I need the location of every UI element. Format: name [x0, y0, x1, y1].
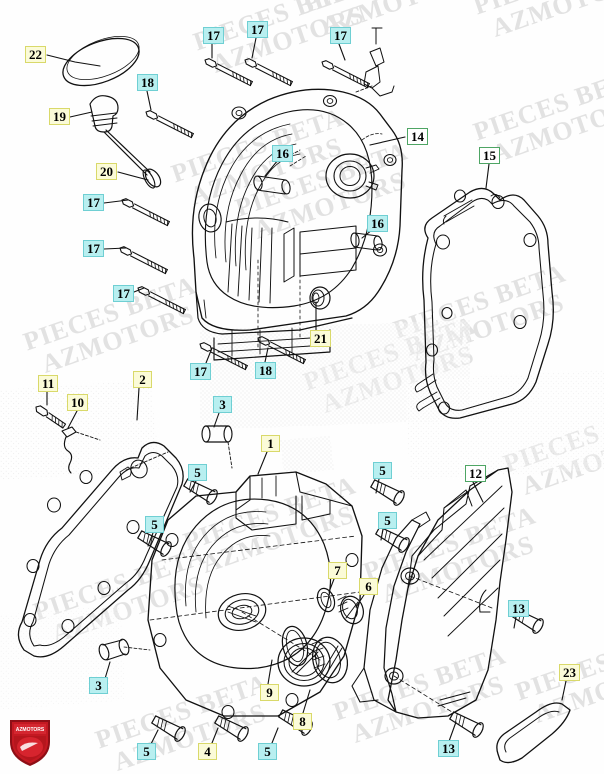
leader-line-14 [369, 136, 406, 146]
callout-5[interactable]: 5 [378, 512, 397, 529]
callout-5[interactable]: 5 [373, 462, 392, 479]
leader-line-22 [46, 54, 101, 67]
part-12-guard-plate [351, 467, 513, 719]
part-10-wire-clamp [61, 426, 101, 474]
leader-line-5 [375, 478, 380, 494]
callout-16[interactable]: 16 [272, 145, 293, 162]
callout-17[interactable]: 17 [113, 285, 134, 302]
callout-17[interactable]: 17 [190, 363, 211, 380]
part-15-gasket [414, 187, 554, 419]
part-23-trim-seal [496, 702, 571, 764]
callout-17[interactable]: 17 [83, 240, 104, 257]
leader-line-10 [67, 410, 78, 429]
callout-3[interactable]: 3 [89, 677, 108, 694]
leader-line-15 [485, 163, 490, 189]
callout-5[interactable]: 5 [137, 743, 156, 760]
callout-22[interactable]: 22 [25, 46, 46, 63]
leader-line-3 [213, 412, 220, 428]
callout-5[interactable]: 5 [258, 743, 277, 760]
part-3-dowel-pin-upper [201, 425, 233, 469]
callout-11[interactable]: 11 [38, 375, 59, 392]
callout-17[interactable]: 17 [330, 27, 351, 44]
part-16-dowel-pins [253, 175, 383, 251]
part-2-gasket [17, 441, 184, 658]
callout-9[interactable]: 9 [260, 684, 279, 701]
callout-15[interactable]: 15 [479, 147, 500, 164]
leader-line-5 [147, 532, 154, 547]
callout-17[interactable]: 17 [83, 194, 104, 211]
leader-line-23 [561, 680, 567, 701]
callout-5[interactable]: 5 [188, 464, 207, 481]
leader-line-2 [136, 387, 140, 421]
leader-line-17 [103, 247, 127, 250]
callout-5[interactable]: 5 [145, 516, 164, 533]
leader-line-13 [513, 616, 517, 629]
leader-line-5 [380, 528, 384, 541]
callout-17[interactable]: 17 [203, 27, 224, 44]
leader-line-8 [302, 689, 311, 714]
callout-3[interactable]: 3 [213, 396, 232, 413]
leader-line-17 [205, 347, 213, 364]
leader-line-5 [189, 480, 197, 493]
callout-7[interactable]: 7 [328, 562, 347, 579]
callout-10[interactable]: 10 [67, 394, 88, 411]
callout-6[interactable]: 6 [359, 578, 378, 595]
leader-line-18 [146, 90, 152, 111]
callout-14[interactable]: 14 [407, 128, 428, 145]
part-1-left-crankcase-cover [147, 471, 363, 720]
callout-18[interactable]: 18 [255, 362, 276, 379]
leader-line-12 [472, 481, 484, 503]
callout-16[interactable]: 16 [367, 215, 388, 232]
part-3-dowel-pin-lower [98, 638, 151, 661]
callout-23[interactable]: 23 [559, 664, 580, 681]
callout-21[interactable]: 21 [310, 330, 331, 347]
logo-text: AZMOTORS [16, 727, 45, 733]
leader-line-7 [328, 578, 335, 593]
part-9-o-ring [281, 625, 309, 667]
callout-4[interactable]: 4 [198, 743, 217, 760]
callout-12[interactable]: 12 [465, 465, 486, 482]
leader-line-17 [103, 199, 129, 204]
leader-line-1 [257, 451, 268, 475]
callout-19[interactable]: 19 [49, 108, 70, 125]
part-20-o-ring [142, 169, 156, 189]
callout-18[interactable]: 18 [137, 74, 158, 91]
leader-line-17 [133, 287, 145, 293]
leader-line-19 [69, 111, 93, 118]
leader-line-18 [264, 347, 269, 363]
callout-17[interactable]: 17 [247, 21, 268, 38]
callout-2[interactable]: 2 [133, 371, 152, 388]
part-7-o-ring [316, 587, 336, 613]
callout-13[interactable]: 13 [438, 740, 459, 757]
leader-line-16 [264, 159, 279, 177]
leader-line-17 [251, 37, 257, 59]
callout-20[interactable]: 20 [96, 163, 117, 180]
callout-8[interactable]: 8 [293, 713, 312, 730]
leader-line-17 [338, 43, 346, 61]
part-8-inspection-cap [311, 636, 349, 684]
leader-line-6 [355, 594, 365, 608]
part-21-oil-seal [309, 286, 331, 310]
part-19-dipstick [89, 95, 162, 188]
leader-line-20 [117, 171, 149, 181]
callout-1[interactable]: 1 [261, 435, 280, 452]
leader-line-9 [267, 659, 273, 685]
azmotors-shield-logo: AZMOTORS [10, 720, 50, 766]
part-22-o-ring [62, 35, 140, 87]
callout-13[interactable]: 13 [508, 600, 529, 617]
